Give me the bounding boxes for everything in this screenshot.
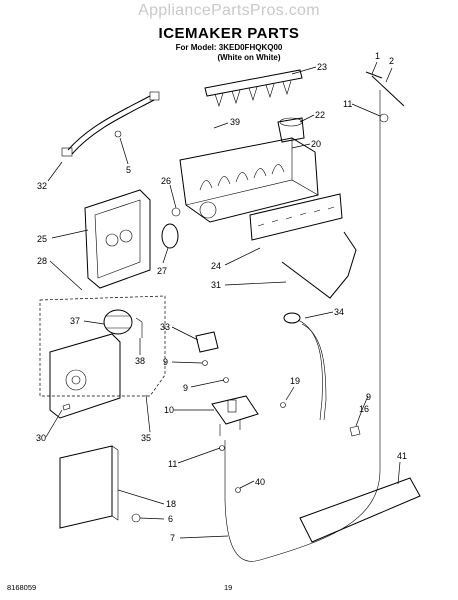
heater-clip-part xyxy=(195,331,219,353)
callout-25: 25 xyxy=(37,234,47,244)
callout-labels: 1 2 23 11 39 22 5 32 20 26 25 28 27 24 3… xyxy=(36,51,407,543)
model-info: For Model: 3KED0FHQKQ00 (White on White) xyxy=(0,43,458,63)
callout-5: 5 xyxy=(126,165,131,175)
wiring-harness-part xyxy=(61,91,160,157)
ice-mold-part xyxy=(179,137,319,223)
module-plate-part xyxy=(49,333,121,419)
callout-2: 2 xyxy=(389,56,394,66)
callout-24: 24 xyxy=(211,261,221,271)
callout-22: 22 xyxy=(315,110,325,120)
plug-part xyxy=(131,513,141,523)
nut-11b xyxy=(219,445,225,451)
callout-9-a: 9 xyxy=(163,357,168,367)
callout-11-b: 11 xyxy=(168,459,177,469)
callout-32: 32 xyxy=(37,181,47,191)
screw-19 xyxy=(280,402,286,408)
callout-39: 39 xyxy=(230,117,240,127)
leader-lines xyxy=(45,61,401,539)
callout-35: 35 xyxy=(141,433,151,443)
callout-11: 11 xyxy=(343,99,352,109)
callout-30: 30 xyxy=(36,433,46,443)
nut-40 xyxy=(235,487,241,493)
screw-9b xyxy=(223,377,229,383)
callout-41: 41 xyxy=(397,451,407,461)
thermostat-part xyxy=(171,207,181,217)
callout-9-b: 9 xyxy=(183,383,188,393)
screw-9a xyxy=(202,360,208,366)
bracket-part xyxy=(135,317,143,338)
stripper-part xyxy=(249,193,343,241)
model-line: For Model: 3KED0FHQKQ00 xyxy=(175,43,283,52)
clamp-part xyxy=(349,425,361,437)
water-valve-part xyxy=(211,395,259,436)
module-group-outline xyxy=(39,295,166,397)
callout-33: 33 xyxy=(160,322,170,332)
callout-27: 27 xyxy=(157,266,167,276)
motor-part xyxy=(103,309,133,335)
module-housing-part xyxy=(84,189,151,289)
screw-part xyxy=(62,403,71,411)
fill-cup-part xyxy=(277,117,305,143)
callout-20: 20 xyxy=(311,139,321,149)
callout-28: 28 xyxy=(37,256,47,266)
cover-part xyxy=(59,445,119,529)
callout-26: 26 xyxy=(161,176,171,186)
callout-10: 10 xyxy=(164,405,174,415)
callout-16: 16 xyxy=(359,404,369,414)
callout-34: 34 xyxy=(334,307,344,317)
water-inlet-part xyxy=(283,312,327,421)
callout-6: 6 xyxy=(168,514,173,524)
bail-arm-part xyxy=(281,231,357,299)
callout-23: 23 xyxy=(317,62,327,72)
ejector-blade-part xyxy=(204,69,303,107)
variant-line: (White on White) xyxy=(217,53,281,62)
callout-9-c: 9 xyxy=(366,392,371,402)
document-number: 8168059 xyxy=(7,583,37,592)
tube-cover-part xyxy=(299,477,421,543)
callout-19: 19 xyxy=(290,376,300,386)
callout-7: 7 xyxy=(170,533,175,543)
motor-coupling-part xyxy=(161,223,179,249)
callout-38: 38 xyxy=(135,356,145,366)
callout-37: 37 xyxy=(70,316,80,326)
page-title: ICEMAKER PARTS xyxy=(158,25,300,42)
callout-40: 40 xyxy=(255,477,265,487)
callout-31: 31 xyxy=(211,280,221,290)
fill-tube-part xyxy=(224,71,405,562)
callout-18: 18 xyxy=(166,499,176,509)
watermark: AppliancePartsPros.com xyxy=(138,2,320,19)
page-number: 19 xyxy=(224,583,233,592)
callout-1: 1 xyxy=(375,51,380,61)
